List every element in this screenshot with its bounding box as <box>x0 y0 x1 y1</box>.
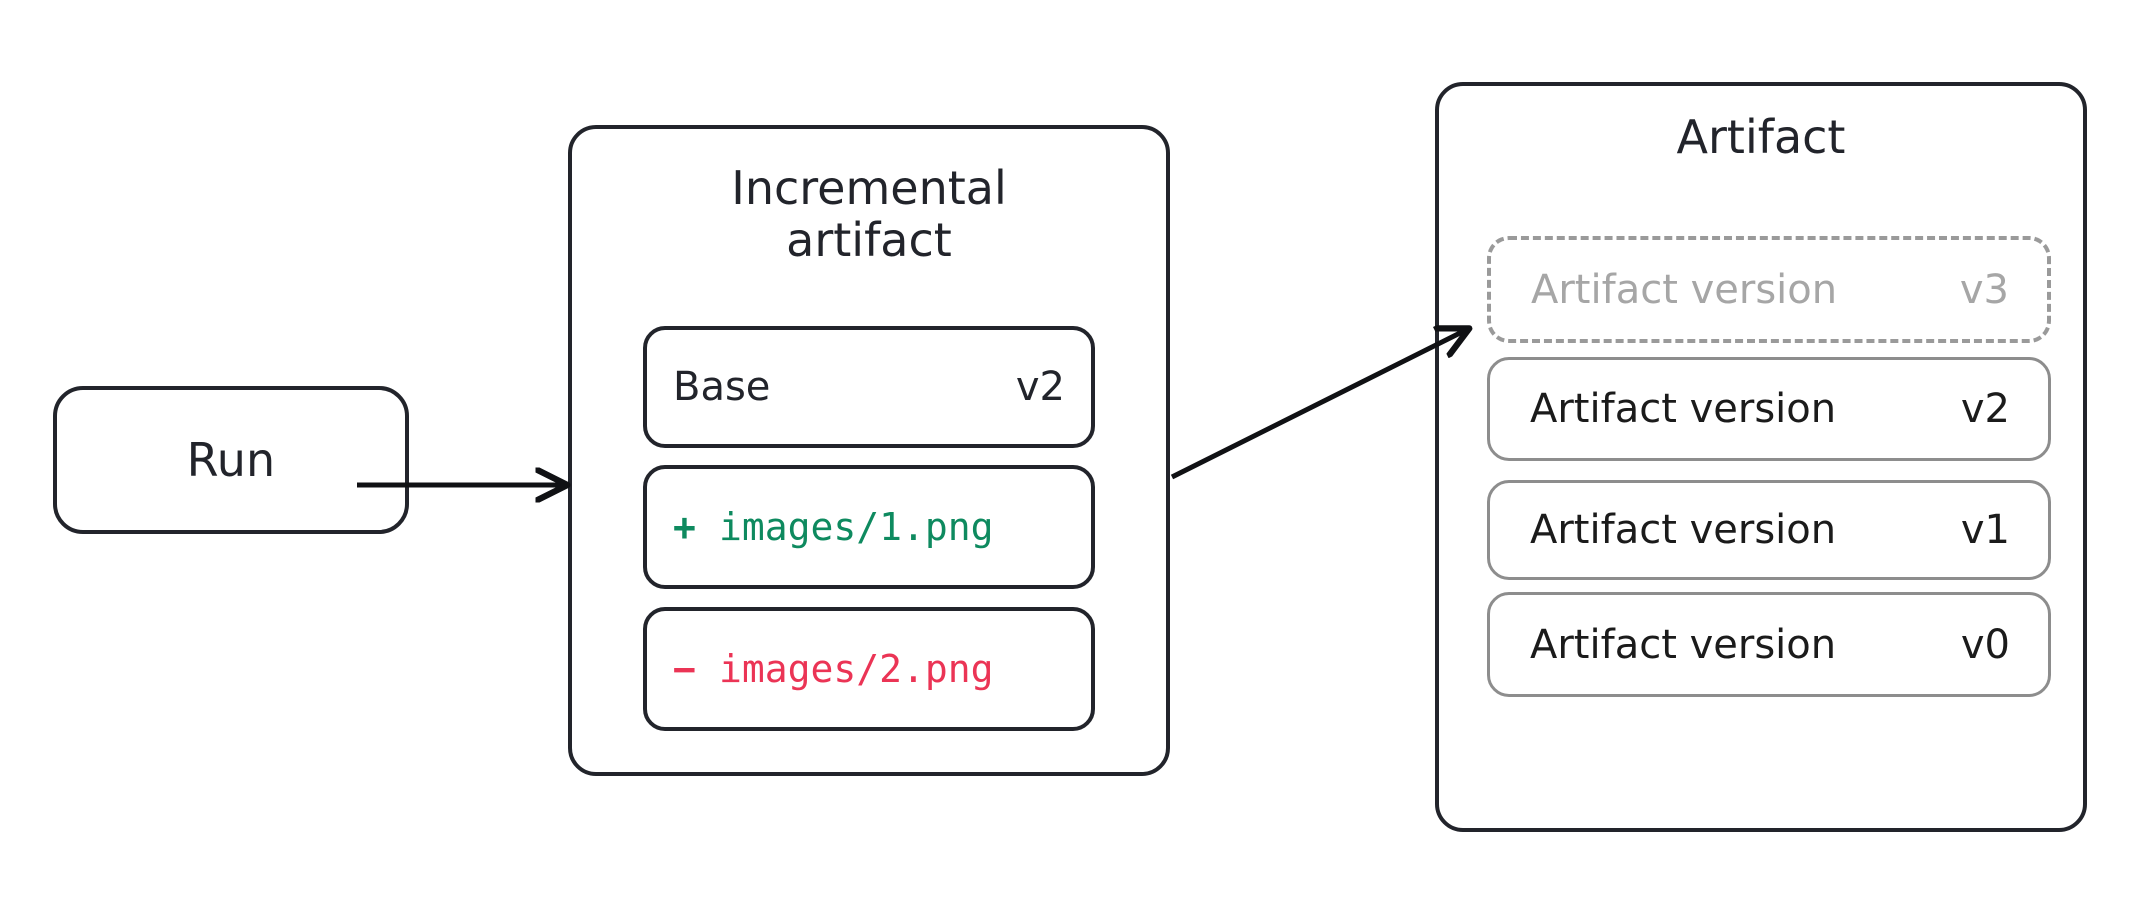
artifact-version-label-v3: Artifact version <box>1531 266 1838 313</box>
edge-incremental-to-artifact <box>1170 329 1468 480</box>
artifact-version-row-v0[interactable]: Artifact version v0 <box>1487 592 2051 697</box>
artifact-node[interactable]: Artifact Artifact version v3 Artifact ve… <box>1435 82 2087 832</box>
artifact-version-label-v0: Artifact version <box>1530 621 1837 668</box>
incremental-artifact-node[interactable]: Incremental artifact Base v2 + images/1.… <box>568 125 1170 776</box>
artifact-version-tag-v3: v3 <box>1959 266 2009 313</box>
diff-remove-line: − images/2.png <box>673 650 994 688</box>
artifact-version-label-v2: Artifact version <box>1530 386 1837 432</box>
incremental-artifact-title: Incremental artifact <box>731 161 1007 267</box>
artifact-version-row-v2[interactable]: Artifact version v2 <box>1487 357 2051 461</box>
run-node[interactable]: Run <box>53 386 409 534</box>
incremental-removed-file-row[interactable]: − images/2.png <box>643 607 1095 731</box>
removed-file-path: images/2.png <box>719 647 994 691</box>
artifact-version-tag-v1: v1 <box>1960 507 2010 553</box>
run-node-label: Run <box>186 433 276 487</box>
artifact-version-label-v1: Artifact version <box>1530 507 1837 553</box>
minus-icon: − <box>673 647 696 691</box>
incremental-added-file-row[interactable]: + images/1.png <box>643 465 1095 589</box>
incremental-base-version: v2 <box>1015 364 1065 410</box>
artifact-version-tag-v0: v0 <box>1960 621 2010 668</box>
diff-add-line: + images/1.png <box>673 508 994 546</box>
artifact-version-row-v3[interactable]: Artifact version v3 <box>1487 236 2051 343</box>
artifact-title: Artifact <box>1676 110 1846 164</box>
added-file-path: images/1.png <box>719 505 994 549</box>
plus-icon: + <box>673 505 696 549</box>
incremental-base-row[interactable]: Base v2 <box>643 326 1095 448</box>
incremental-base-label: Base <box>673 364 771 410</box>
artifact-version-row-v1[interactable]: Artifact version v1 <box>1487 480 2051 580</box>
artifact-version-tag-v2: v2 <box>1960 386 2010 432</box>
